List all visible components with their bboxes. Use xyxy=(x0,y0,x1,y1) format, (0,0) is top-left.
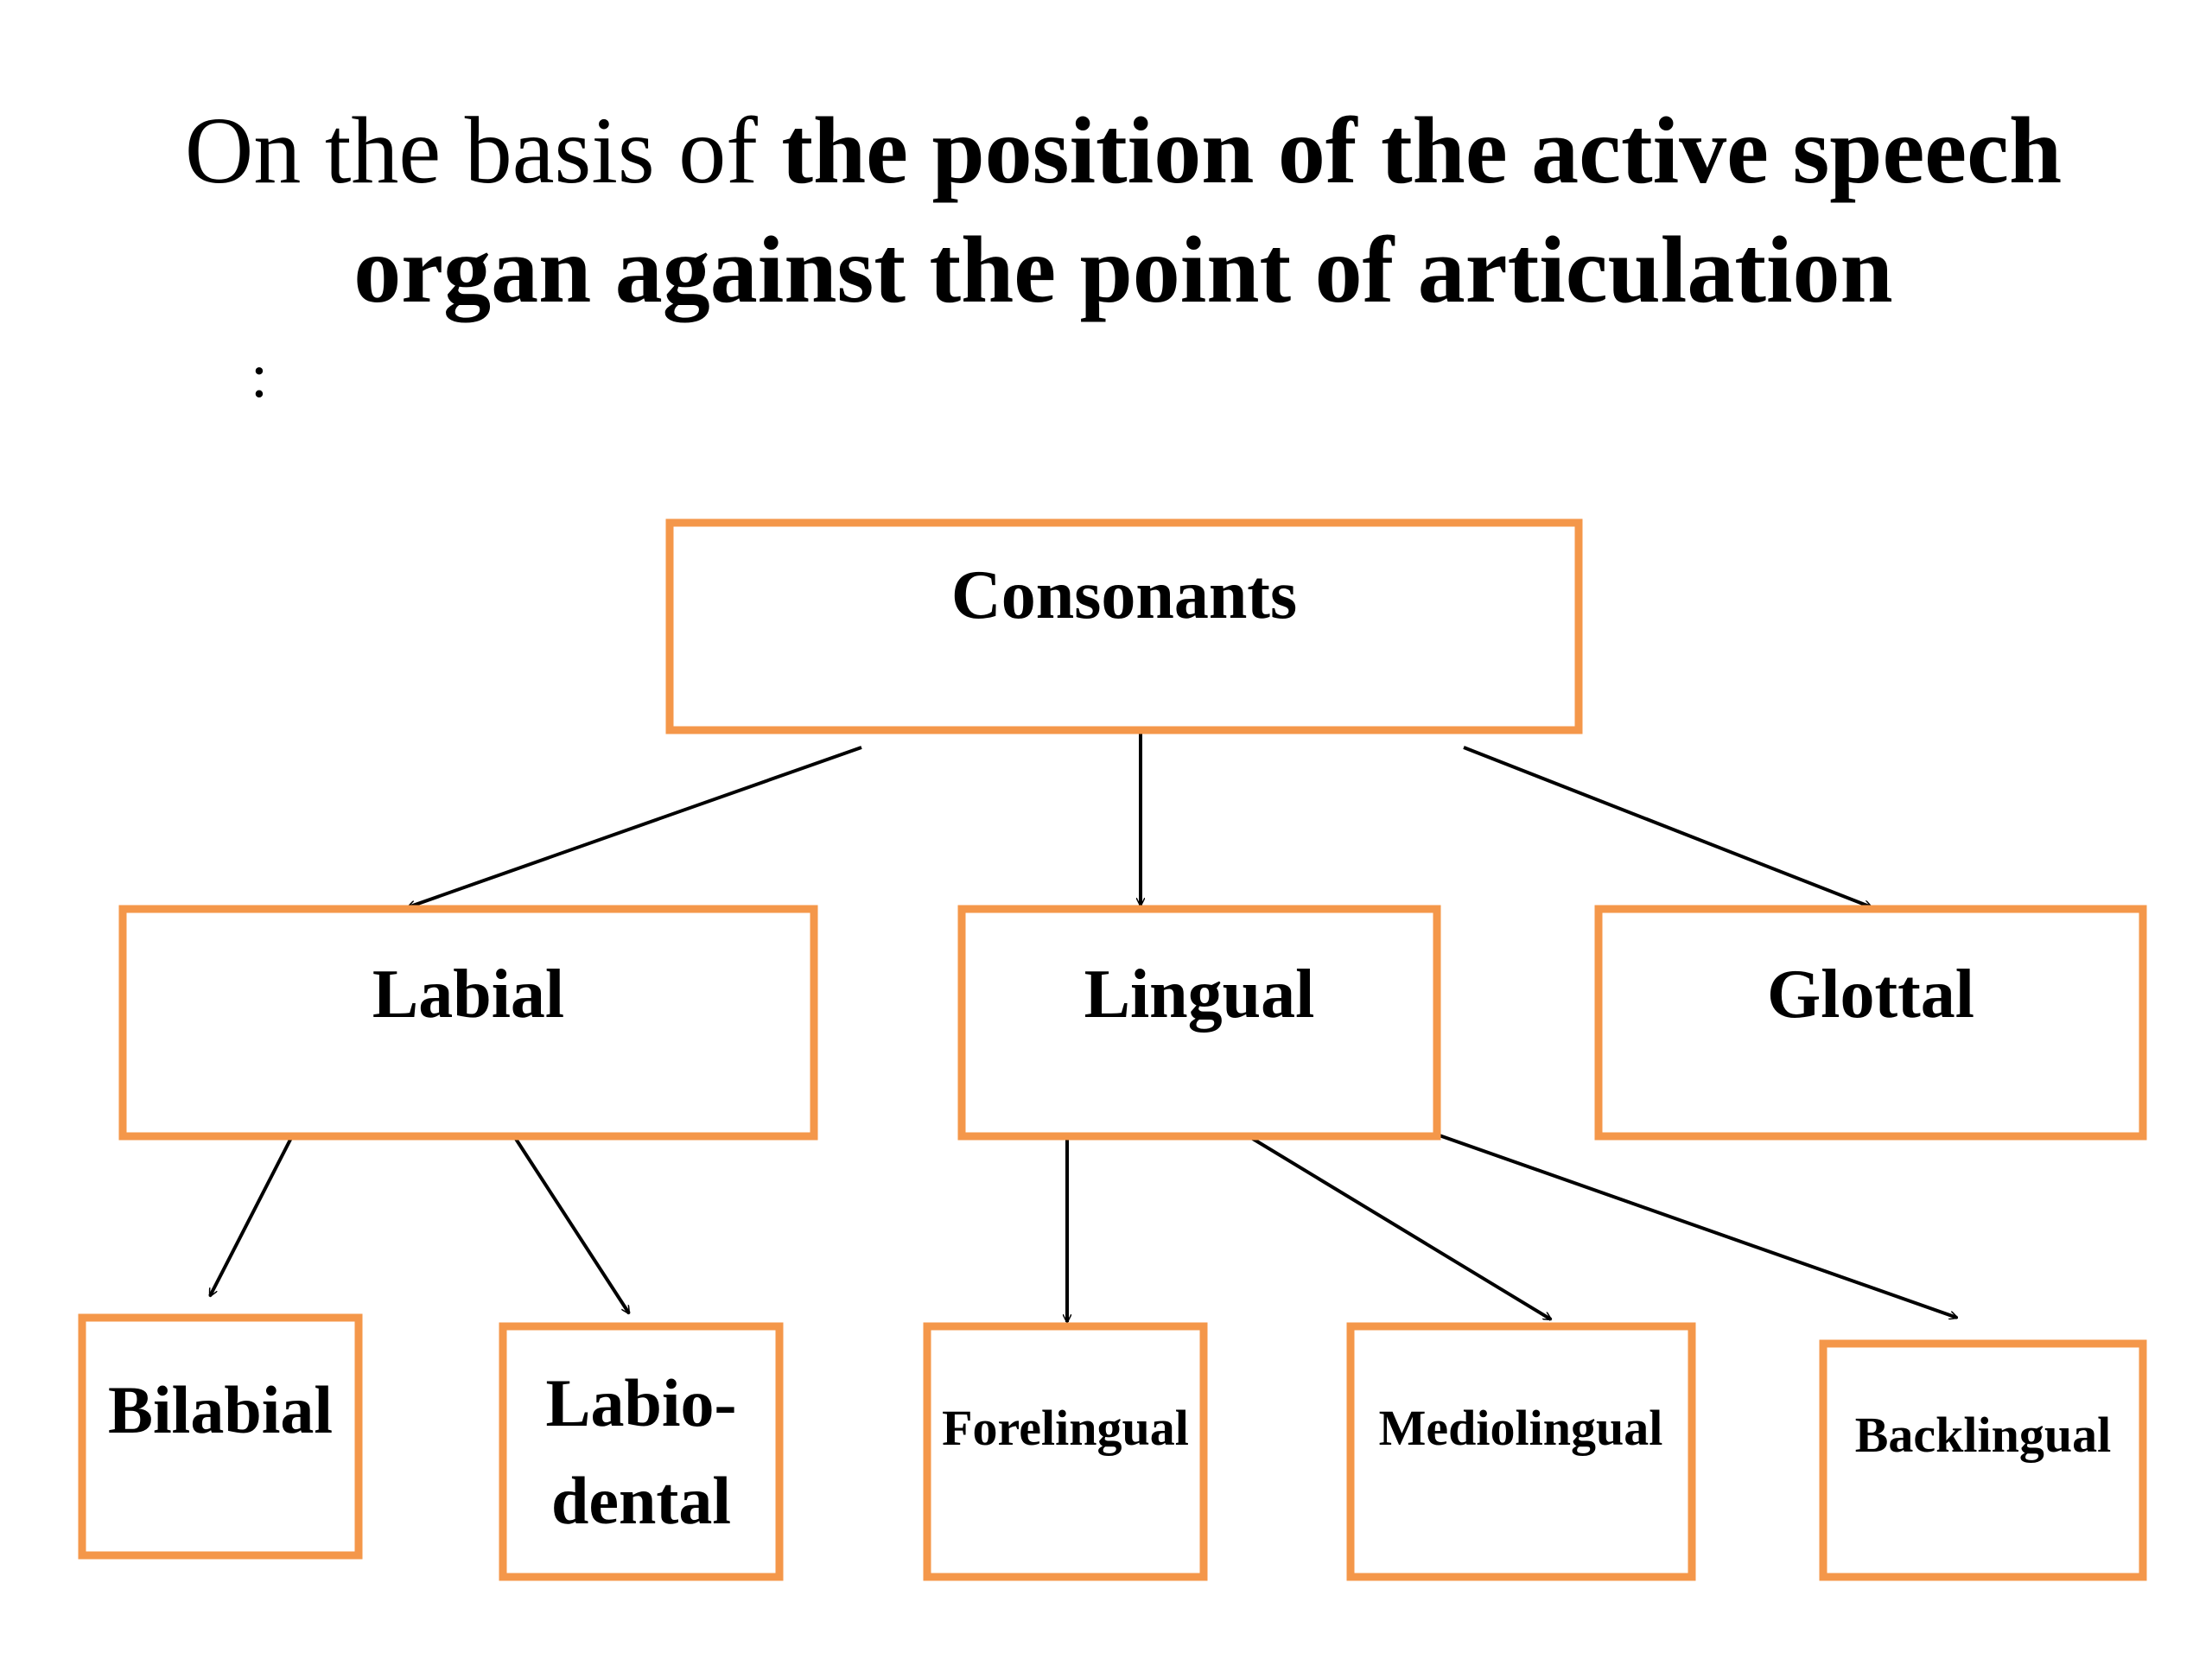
edge-lingual-backlingual xyxy=(1433,1132,1957,1318)
node-labiodental: Labio- dental xyxy=(499,1322,784,1581)
node-glottal: Glottal xyxy=(1594,905,2147,1141)
node-bilabial: Bilabial xyxy=(78,1313,363,1560)
node-labiodental-label-line2: dental xyxy=(551,1463,731,1538)
edge-labial-bilabial xyxy=(208,1135,294,1296)
edges-group xyxy=(208,730,1957,1322)
node-labiodental-label-line1: Labio- xyxy=(545,1365,736,1440)
node-backlingual-box xyxy=(1819,1339,2147,1581)
title-prefix: On the basis of xyxy=(184,98,782,203)
node-mediolingual: Mediolingual xyxy=(1346,1322,1696,1581)
node-glottal-label: Glottal xyxy=(1767,957,1974,1033)
node-labial-box xyxy=(118,905,818,1141)
colon-mark: : xyxy=(251,341,269,410)
node-mediolingual-label: Mediolingual xyxy=(1379,1400,1663,1456)
node-backlingual: Backlingual xyxy=(1819,1339,2147,1581)
title-bold-line2: organ against the point of articulation xyxy=(353,217,1893,322)
node-bilabial-label: Bilabial xyxy=(108,1372,333,1447)
node-lingual-box xyxy=(957,905,1441,1141)
edge-lingual-mediolingual xyxy=(1247,1135,1551,1321)
node-forelingual-label: Forelingual xyxy=(942,1400,1189,1456)
edge-consonants-labial xyxy=(408,746,862,907)
edge-consonants-glottal xyxy=(1463,746,1872,907)
node-consonants: Consonants xyxy=(665,518,1583,734)
node-bilabial-box xyxy=(78,1313,363,1560)
node-lingual-label: Lingual xyxy=(1084,957,1315,1033)
node-labial-label: Labial xyxy=(372,957,564,1033)
title-bold-line1: the position of the active speech xyxy=(781,98,2063,203)
node-consonants-label: Consonants xyxy=(951,557,1297,633)
edge-labial-labiodental xyxy=(512,1135,631,1313)
node-lingual: Lingual xyxy=(957,905,1441,1141)
node-glottal-box xyxy=(1594,905,2147,1141)
node-labiodental-box xyxy=(499,1322,784,1581)
node-forelingual: Forelingual xyxy=(923,1322,1208,1581)
node-backlingual-label: Backlingual xyxy=(1855,1407,2112,1463)
node-labial: Labial xyxy=(118,905,818,1141)
node-forelingual-box xyxy=(923,1322,1208,1581)
page-title: On the basis of the position of the acti… xyxy=(69,91,2177,329)
node-consonants-box xyxy=(665,518,1583,734)
node-mediolingual-box xyxy=(1346,1322,1696,1581)
